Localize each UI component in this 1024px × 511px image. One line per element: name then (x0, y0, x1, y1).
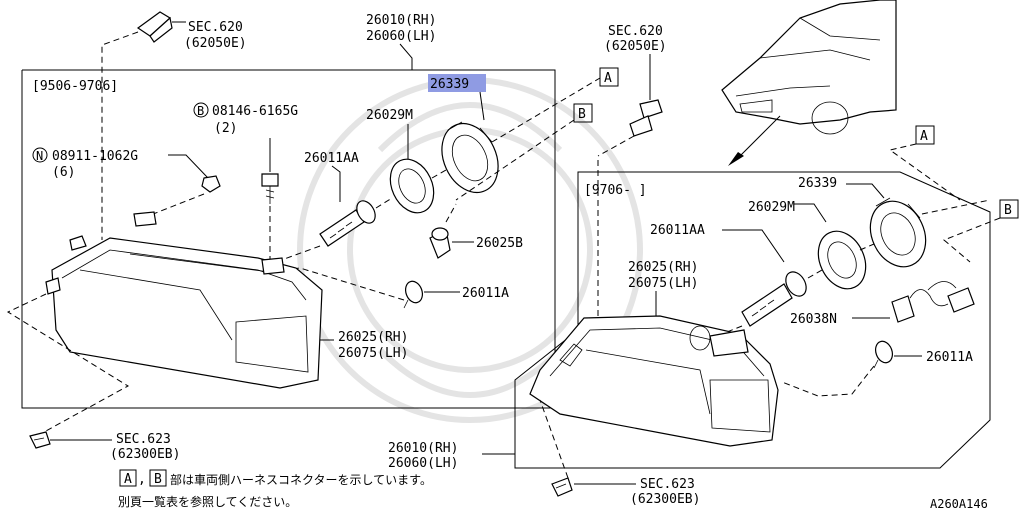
sec623-left-sub[interactable]: (62300EB) (110, 447, 180, 462)
marker-b-right: B (1004, 203, 1012, 218)
bolt-icon (261, 173, 279, 204)
marker-n-circle: N (36, 149, 43, 163)
socket-ring-left-icon (389, 158, 435, 214)
sec623-right-sub[interactable]: (62300EB) (630, 492, 700, 507)
marker-a-right: A (920, 129, 928, 144)
nut-n-qty: (6) (52, 165, 75, 180)
marker-b-circle: B (197, 104, 204, 118)
right-group-frame (514, 171, 991, 469)
part-26029m-left[interactable]: 26029M (366, 108, 413, 123)
bulb-h4-right-icon (741, 271, 807, 327)
note-line-2: 別頁一覧表を参照してください。 (118, 494, 297, 509)
bolt-b-label[interactable]: 08146-6165G (212, 104, 298, 119)
bulb-26011a-right-icon (873, 340, 894, 369)
sec620-right-sub[interactable]: (62050E) (604, 39, 667, 54)
part-26075-lh-left[interactable]: 26075(LH) (338, 346, 408, 361)
date-range-left: [9506-9706] (32, 79, 118, 94)
part-26010-rh-bottom[interactable]: 26010(RH) (388, 441, 458, 456)
car-illustration-icon (721, 0, 897, 135)
nut-n-label[interactable]: 08911-1062G (52, 149, 138, 164)
part-26025-rh-right[interactable]: 26025(RH) (628, 260, 698, 275)
clip-sec620-right-icon (629, 99, 663, 137)
bolt-b-qty: (2) (214, 121, 237, 136)
sec620-left-label[interactable]: SEC.620 (188, 20, 243, 35)
sec620-left-sub[interactable]: (62050E) (184, 36, 247, 51)
diagram-code: A260A146 (930, 497, 988, 511)
part-26339-right[interactable]: 26339 (798, 176, 837, 191)
part-26060-lh-top[interactable]: 26060(LH) (366, 29, 436, 44)
bulb-26011a-left-icon (403, 280, 424, 309)
bulb-socket-26038n-icon (891, 281, 975, 323)
nut-icon (201, 175, 221, 193)
part-26010-rh-top[interactable]: 26010(RH) (366, 13, 436, 28)
note-separator: , (138, 472, 146, 487)
part-26011a-left[interactable]: 26011A (462, 286, 509, 301)
part-26038n[interactable]: 26038N (790, 312, 837, 327)
retaining-ring-left-icon (441, 121, 499, 194)
part-26339-left[interactable]: 26339 (430, 77, 469, 92)
part-26060-lh-bottom[interactable]: 26060(LH) (388, 456, 458, 471)
headlamp-right-icon (529, 315, 779, 447)
part-26029m-right[interactable]: 26029M (748, 200, 795, 215)
socket-ring-right-icon (817, 230, 867, 290)
date-range-right: [9706- ] (584, 183, 647, 198)
clip-sec623-left-icon (29, 431, 51, 449)
part-26025-rh-left[interactable]: 26025(RH) (338, 330, 408, 345)
sec623-left-label[interactable]: SEC.623 (116, 432, 171, 447)
clip-sec623-right-icon (551, 477, 573, 497)
part-26075-lh-right[interactable]: 26075(LH) (628, 276, 698, 291)
part-26025b[interactable]: 26025B (476, 236, 523, 251)
retaining-ring-right-icon (869, 197, 927, 268)
note-line-1: 部は車両側ハーネスコネクターを示しています。 (170, 472, 432, 487)
clip-sec620-left-icon (136, 11, 173, 43)
sec620-right-label[interactable]: SEC.620 (608, 24, 663, 39)
headlamp-left-icon (45, 211, 323, 389)
part-26011aa-left[interactable]: 26011AA (304, 151, 359, 166)
bulb-small-26025b-icon (429, 227, 451, 259)
highlight-26339 (428, 74, 486, 92)
note-marker-a: A (124, 472, 132, 487)
bulb-h4-left-icon (319, 200, 376, 247)
marker-b-top: B (578, 107, 586, 122)
note-marker-b: B (154, 472, 162, 487)
marker-a-top: A (604, 71, 612, 86)
sec623-right-label[interactable]: SEC.623 (640, 477, 695, 492)
part-26011a-right[interactable]: 26011A (926, 350, 973, 365)
part-26011aa-right[interactable]: 26011AA (650, 223, 705, 238)
